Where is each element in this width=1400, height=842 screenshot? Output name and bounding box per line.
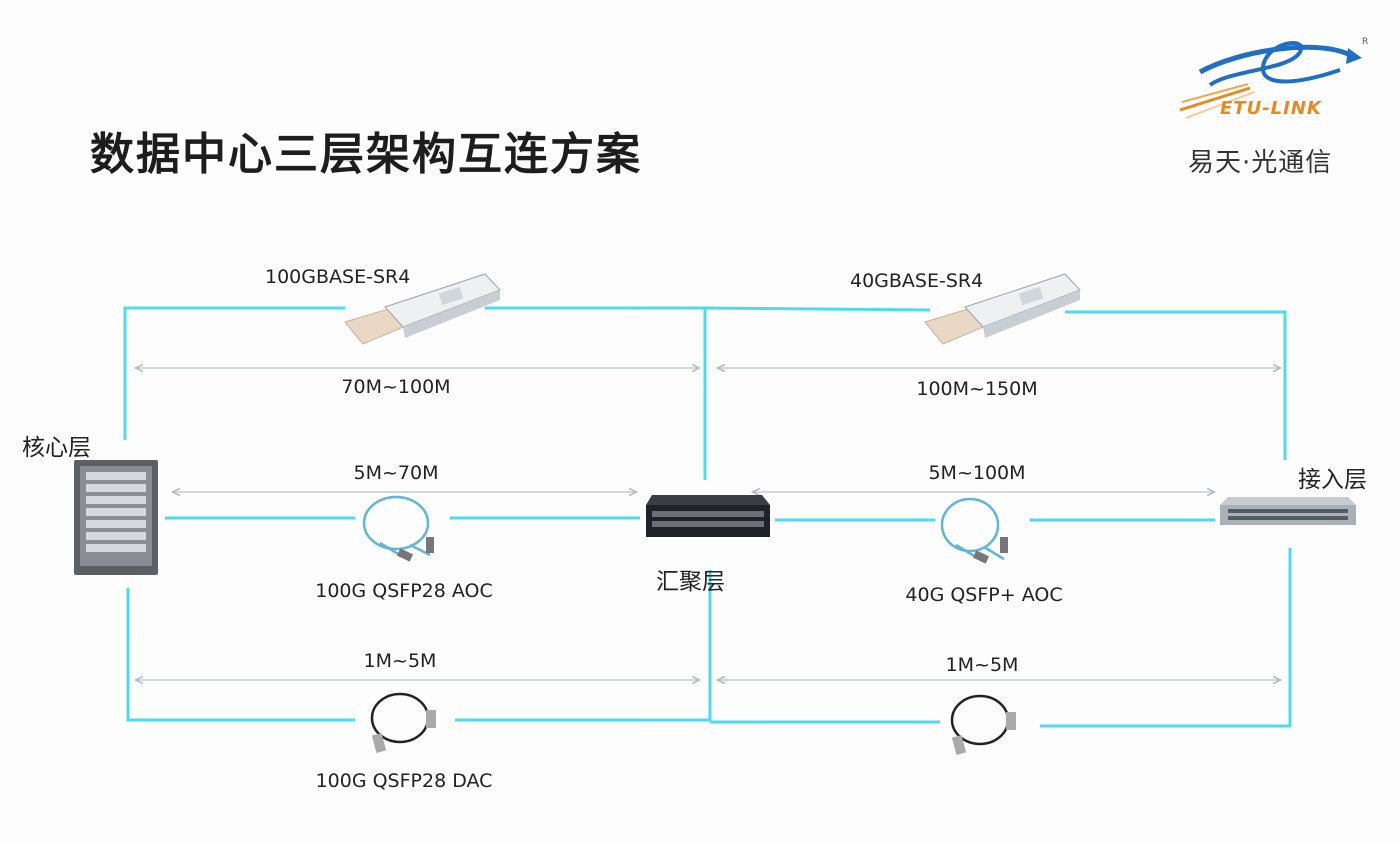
logo-swoosh-icon: R	[1179, 37, 1368, 119]
top-left-distance-label: 70M~100M	[341, 376, 451, 398]
dac-cable-icon	[370, 692, 436, 753]
core-switch-icon	[74, 460, 158, 575]
brand-logo: R ETU-LINK 易天·光通信	[1170, 30, 1380, 180]
aoc-cable-icon	[362, 495, 434, 562]
aggregation-layer-label: 汇聚层	[656, 569, 725, 595]
aggregation-switch-icon	[646, 495, 770, 537]
bot-right-distance-label: 1M~5M	[945, 654, 1019, 676]
mid-left-product-label: 100G QSFP28 AOC	[315, 580, 493, 602]
bot-left-link	[126, 588, 355, 722]
top-left-product-label: 100GBASE-SR4	[265, 266, 411, 288]
core-layer-label: 核心层	[22, 435, 91, 461]
access-switch-icon	[1220, 497, 1356, 525]
top-right-link	[704, 306, 931, 312]
page-title: 数据中心三层架构互连方案	[90, 129, 642, 180]
bot-left-product-label: 100G QSFP28 DAC	[315, 770, 493, 792]
mid-right-distance-label: 5M~100M	[928, 462, 1026, 484]
logo-chinese-name: 易天·光通信	[1188, 148, 1333, 178]
svg-text:R: R	[1362, 37, 1368, 47]
mid-left-distance-label: 5M~70M	[353, 462, 439, 484]
top-left-link	[123, 306, 345, 440]
bot-left-distance-label: 1M~5M	[363, 650, 437, 672]
access-layer-label: 接入层	[1298, 467, 1367, 493]
aoc-cable-icon	[940, 497, 1008, 564]
qsfp-module-icon	[924, 273, 1081, 345]
top-right-product-label: 40GBASE-SR4	[850, 270, 984, 292]
mid-right-product-label: 40G QSFP+ AOC	[905, 584, 1063, 606]
logo-brand-text: ETU-LINK	[1220, 98, 1322, 119]
dac-cable-icon	[950, 694, 1016, 755]
qsfp-module-icon	[344, 273, 501, 345]
top-right-distance-label: 100M~150M	[916, 378, 1038, 400]
